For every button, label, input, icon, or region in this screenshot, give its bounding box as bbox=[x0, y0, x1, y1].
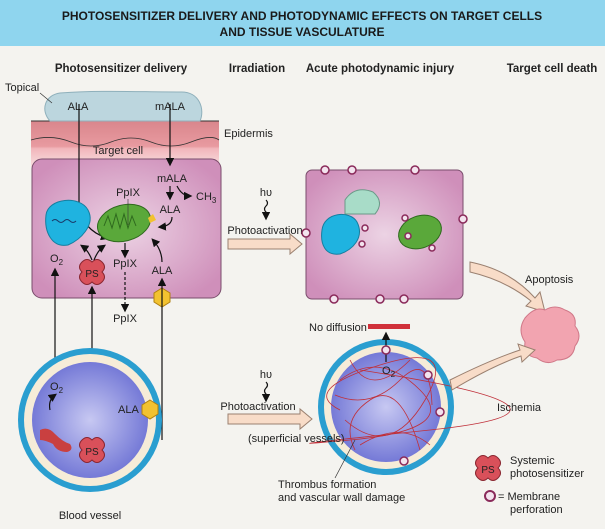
photoactivation-top: Photoactivation bbox=[227, 225, 302, 237]
epidermis-label: Epidermis bbox=[224, 128, 273, 140]
svg-text:PS: PS bbox=[481, 465, 495, 476]
ppix-cytoplasm: PpIX bbox=[113, 258, 138, 270]
legend-perforation-icon bbox=[484, 490, 496, 502]
ala-transport: ALA bbox=[152, 265, 173, 277]
column-header-delivery: Photosensitizer delivery bbox=[55, 63, 188, 75]
legend-ps-icon: PS bbox=[475, 455, 501, 481]
column-header-irradiation: Irradiation bbox=[229, 63, 285, 75]
thrombus-label-2: and vascular wall damage bbox=[278, 492, 405, 504]
ps-in-cell: PS bbox=[79, 259, 105, 285]
membrane-perforations bbox=[301, 165, 468, 304]
apoptosis-label: Apoptosis bbox=[525, 274, 574, 286]
hv-bottom: hυ bbox=[260, 369, 272, 381]
ppix-extracellular: PpIX bbox=[113, 313, 138, 325]
legend-ps-line2: photosensitizer bbox=[510, 468, 584, 480]
ps-in-vessel: PS bbox=[79, 437, 105, 463]
ch3-label: CH3 bbox=[196, 191, 217, 205]
hv-top: hυ bbox=[260, 187, 272, 199]
column-header-cell-death: Target cell death bbox=[507, 63, 598, 75]
topical-cream bbox=[44, 90, 203, 122]
mitochondrion bbox=[97, 203, 151, 243]
title-line-2: AND TISSUE VASCULATURE bbox=[220, 25, 385, 39]
diffusion-block bbox=[368, 324, 410, 329]
topical-label: Topical bbox=[5, 82, 39, 94]
svg-text:PS: PS bbox=[85, 269, 99, 280]
ala-in-cell: ALA bbox=[160, 204, 181, 216]
ala-topical: ALA bbox=[68, 101, 89, 113]
title-bar bbox=[0, 0, 605, 46]
target-cell-label: Target cell bbox=[93, 145, 143, 157]
o2-in-cell: O2 bbox=[50, 253, 64, 267]
legend-perforation-line1: = Membrane bbox=[498, 491, 560, 503]
ppix-mitochondrion: PpIX bbox=[116, 187, 141, 199]
no-diffusion-label: No diffusion bbox=[309, 322, 367, 334]
photoactivation-bottom: Photoactivation bbox=[220, 401, 295, 413]
legend-ps-line1: Systemic bbox=[510, 455, 555, 467]
arrow-to-injury bbox=[227, 232, 303, 256]
mala-in-cell: mALA bbox=[157, 173, 188, 185]
arrow-to-apoptosis bbox=[469, 261, 546, 313]
column-header-injury: Acute photodynamic injury bbox=[306, 63, 455, 75]
superficial-vessels-label: (superficial vessels) bbox=[248, 433, 345, 445]
arrow-to-ischemia bbox=[449, 343, 536, 391]
title-line-1: PHOTOSENSITIZER DELIVERY AND PHOTODYNAMI… bbox=[62, 9, 542, 23]
ala-in-vessel: ALA bbox=[118, 404, 139, 416]
arrow-to-vessel bbox=[227, 407, 313, 431]
ischemia-label: Ischemia bbox=[497, 402, 542, 414]
blood-vessel-label: Blood vessel bbox=[59, 510, 121, 522]
red-blood-cell bbox=[40, 428, 72, 452]
nucleus bbox=[45, 199, 91, 246]
svg-text:PS: PS bbox=[85, 447, 99, 458]
legend-perforation-line2: perforation bbox=[510, 504, 563, 516]
o2-in-damaged-vessel: O2 bbox=[382, 365, 396, 379]
o2-in-vessel: O2 bbox=[50, 381, 64, 395]
thrombus bbox=[309, 357, 511, 451]
thrombus-label-1: Thrombus formation bbox=[278, 479, 376, 491]
